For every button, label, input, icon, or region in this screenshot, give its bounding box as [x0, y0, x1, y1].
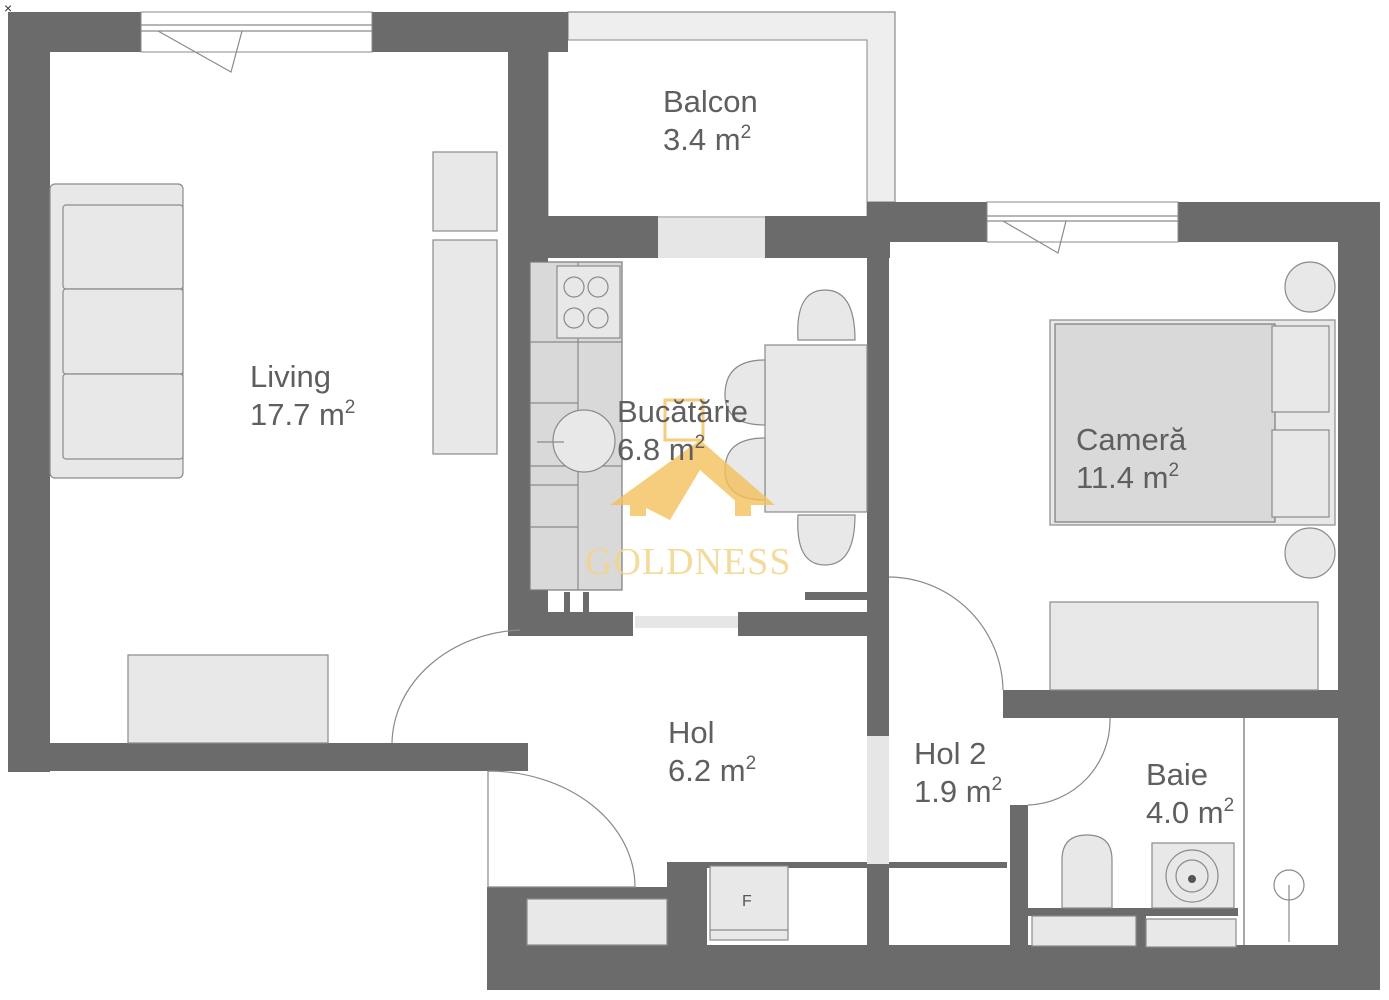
room-area: 6.2 m2 [668, 753, 757, 788]
balcony [547, 11, 896, 218]
window-bedroom [986, 201, 1179, 254]
fridge [709, 865, 789, 941]
room-area: 1.9 m2 [914, 774, 1003, 809]
walls [8, 12, 1380, 990]
room-area: 3.4 m2 [663, 122, 752, 157]
close-icon[interactable]: × [4, 0, 13, 16]
room-area: 6.8 m2 [617, 432, 706, 467]
watermark: GOLDNESS [585, 541, 792, 583]
room-name: Living [250, 359, 331, 394]
bath-counter-right [1145, 918, 1237, 948]
shoe-cabinet [526, 898, 668, 946]
room-area: 4.0 m2 [1146, 795, 1235, 830]
kitchen-counter [529, 261, 623, 591]
room-bedroom: Cameră 11.4 m2 [1076, 421, 1186, 497]
room-name: Hol [668, 715, 715, 750]
dining-table [724, 289, 868, 566]
bed [1049, 261, 1336, 579]
kitchen-doorway [635, 616, 738, 628]
door-bathroom [1027, 717, 1111, 806]
balcony-doorway [658, 218, 765, 258]
toilet [1061, 834, 1113, 909]
goldness-logo-icon [610, 398, 775, 520]
room-name: Cameră [1076, 422, 1187, 457]
window-living [140, 11, 373, 73]
wardrobe [1049, 601, 1319, 691]
tv-cabinet [432, 151, 498, 455]
room-name: Baie [1146, 757, 1209, 792]
room-name: Hol 2 [914, 736, 987, 771]
room-hall: Hol 6.2 m2 [668, 714, 756, 790]
room-hall-2: Hol 2 1.9 m2 [914, 735, 1002, 811]
sofa [49, 183, 184, 479]
room-bathroom: Baie 4.0 m2 [1146, 756, 1234, 832]
room-area: 11.4 m2 [1076, 460, 1180, 495]
room-living: Living 17.7 m2 [250, 358, 355, 434]
room-name: Bucătărie [617, 394, 748, 429]
door-bedroom [888, 576, 1004, 691]
fridge-label: F [742, 893, 752, 910]
bath-counter-left [1031, 915, 1137, 947]
room-area: 17.7 m2 [250, 397, 356, 432]
room-kitchen: Bucătărie 6.8 m2 [617, 393, 748, 469]
door-living [391, 629, 521, 744]
desk [127, 654, 329, 744]
room-name: Balcon [663, 84, 758, 119]
door-entrance [487, 770, 636, 888]
room-balcony: Balcon 3.4 m2 [663, 83, 758, 159]
hall-opening [867, 736, 889, 864]
